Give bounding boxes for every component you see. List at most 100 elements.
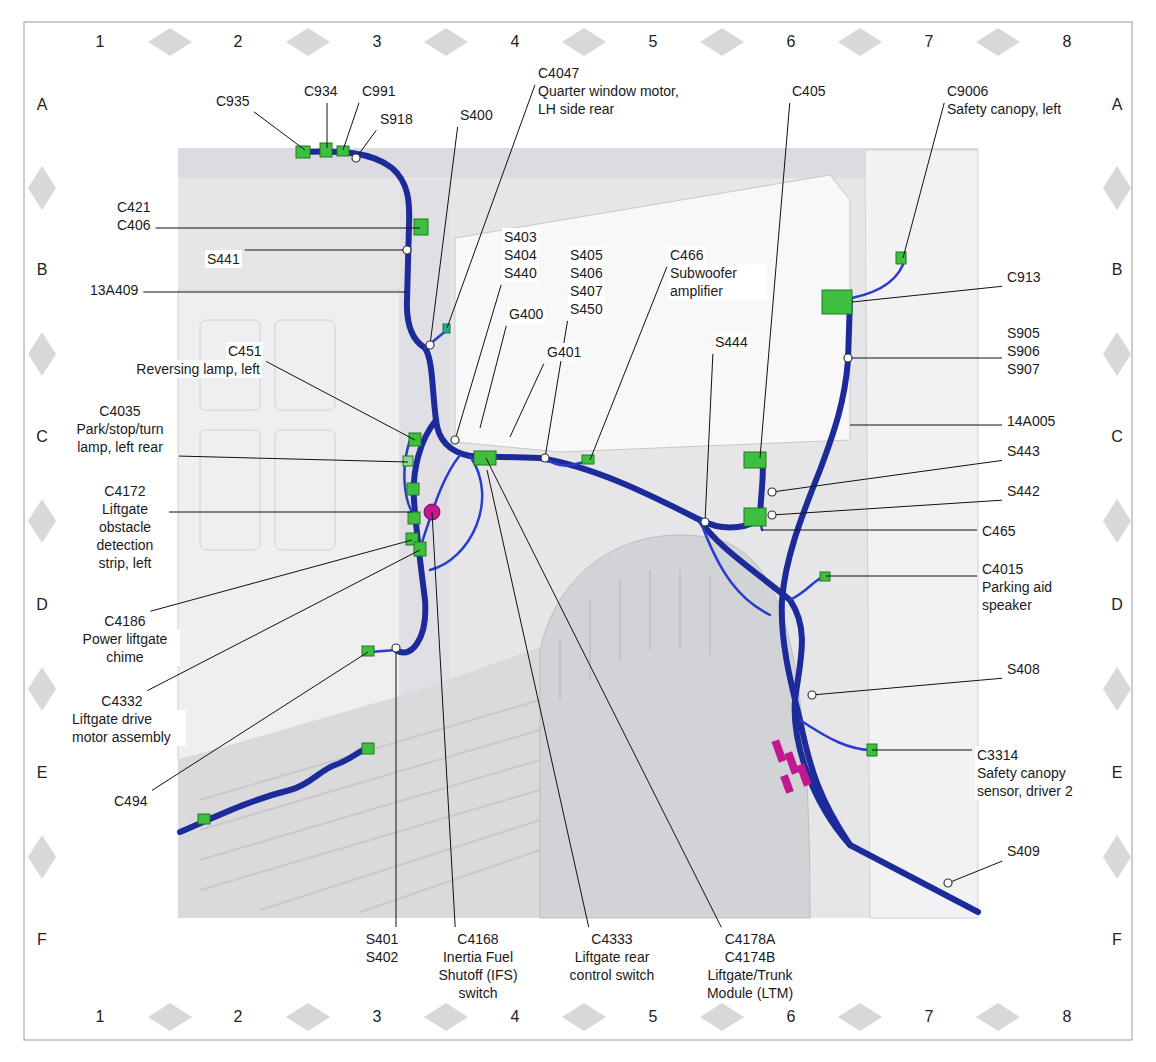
callout-label: C3314	[975, 746, 1020, 764]
grid-reference: E	[35, 764, 50, 782]
callout-label: C4168	[455, 930, 500, 948]
callout-label: Liftgate obstacle detection strip, left	[84, 500, 166, 572]
callout-label: S402	[364, 948, 401, 966]
callout-label: Park/stop/turn lamp, left rear	[64, 420, 176, 456]
callout-label: Safety canopy sensor, driver 2	[975, 764, 1097, 800]
callout-label: C4172	[102, 482, 147, 500]
grid-reference: 1	[94, 33, 107, 51]
callout-label: S408	[1005, 660, 1042, 678]
callout-label: C451	[226, 342, 263, 360]
callout-label: Parking aid speaker	[980, 578, 1076, 614]
leader-line	[852, 286, 1002, 302]
callout-label: S400	[458, 106, 495, 124]
callout-label: C4035	[97, 402, 142, 420]
splice-marker	[403, 246, 411, 254]
leader-line	[266, 361, 415, 440]
grid-reference: 5	[647, 33, 660, 51]
callout-label: C4178A	[723, 930, 778, 948]
callout-label: Safety canopy, left	[945, 100, 1063, 118]
callout-label: C4186	[102, 612, 147, 630]
grid-reference: E	[1110, 764, 1125, 782]
leader-line	[245, 250, 403, 251]
grid-reference: 2	[232, 1008, 245, 1026]
callout-label: S409	[1005, 842, 1042, 860]
grid-reference: 7	[923, 33, 936, 51]
callout-label: C934	[302, 82, 339, 100]
callout-label: C466	[668, 246, 705, 264]
splice-marker	[768, 488, 776, 496]
splice-marker	[352, 154, 360, 162]
leader-line	[327, 103, 328, 148]
callout-label: S403	[502, 228, 539, 246]
callout-label: G401	[545, 343, 583, 361]
splice-marker	[426, 341, 434, 349]
grid-reference: 6	[785, 33, 798, 51]
callout-label: C9006	[945, 82, 990, 100]
grid-reference: 3	[371, 33, 384, 51]
callout-label: G400	[507, 305, 545, 323]
callout-label: C4047	[536, 64, 581, 82]
grid-reference: 1	[94, 1008, 107, 1026]
callout-label: S405	[568, 246, 605, 264]
grid-reference: 5	[647, 1008, 660, 1026]
grid-reference: C	[34, 428, 50, 446]
callout-label: Reversing lamp, left	[134, 360, 262, 378]
leader-line	[179, 456, 408, 462]
callout-label: C935	[214, 92, 251, 110]
grid-reference: 8	[1061, 1008, 1074, 1026]
splice-marker	[701, 518, 709, 526]
splice-marker	[541, 454, 549, 462]
callout-label: C494	[112, 792, 149, 810]
leader-line	[343, 103, 359, 150]
splice-marker	[844, 354, 852, 362]
grid-reference: 8	[1061, 33, 1074, 51]
leader-line	[952, 861, 1003, 881]
leader-line	[432, 512, 455, 927]
grid-reference: F	[1110, 931, 1124, 949]
leader-line	[143, 292, 406, 293]
callout-label: S441	[205, 250, 242, 268]
splice-marker	[944, 879, 952, 887]
vehicle-body	[178, 148, 978, 918]
grid-reference: A	[35, 96, 50, 114]
grid-reference: 2	[232, 33, 245, 51]
leader-line	[705, 354, 713, 518]
grid-reference: A	[1110, 96, 1125, 114]
leader-line	[826, 576, 977, 577]
callout-label: Liftgate drive motor assembly	[70, 710, 186, 746]
leader-line	[872, 750, 972, 751]
callout-label: 14A005	[1005, 412, 1057, 430]
splice-marker	[392, 644, 400, 652]
grid-reference: B	[35, 261, 50, 279]
leader-line	[776, 500, 1002, 515]
callout-label: Subwoofer amplifier	[668, 264, 767, 300]
leader-line	[169, 512, 412, 513]
splice-marker	[768, 511, 776, 519]
grid-reference: C	[1109, 428, 1125, 446]
callout-label: C4015	[980, 560, 1025, 578]
grid-reference: 3	[371, 1008, 384, 1026]
grid-reference: D	[1109, 596, 1125, 614]
leader-line	[816, 678, 1002, 694]
callout-label: C421	[115, 198, 152, 216]
callout-label: Liftgate/Trunk Module (LTM)	[698, 966, 802, 1002]
callout-label: C4174B	[723, 948, 778, 966]
leader-line	[151, 540, 412, 611]
callout-label: C405	[790, 82, 827, 100]
callout-label: S404	[502, 246, 539, 264]
callout-label: S450	[568, 300, 605, 318]
leader-line	[762, 530, 977, 531]
callout-label: S442	[1005, 482, 1042, 500]
callout-label: Power liftgate chime	[71, 630, 180, 666]
callout-label: S444	[713, 333, 750, 351]
splice-marker	[808, 691, 816, 699]
callout-label: S907	[1005, 360, 1042, 378]
leader-line	[254, 112, 305, 150]
callout-label: S407	[568, 282, 605, 300]
grid-reference: F	[35, 931, 49, 949]
leader-line	[486, 458, 721, 927]
grid-reference: B	[1110, 261, 1125, 279]
grid-reference: 4	[509, 33, 522, 51]
leader-line	[487, 470, 589, 927]
grid-reference: 6	[785, 1008, 798, 1026]
